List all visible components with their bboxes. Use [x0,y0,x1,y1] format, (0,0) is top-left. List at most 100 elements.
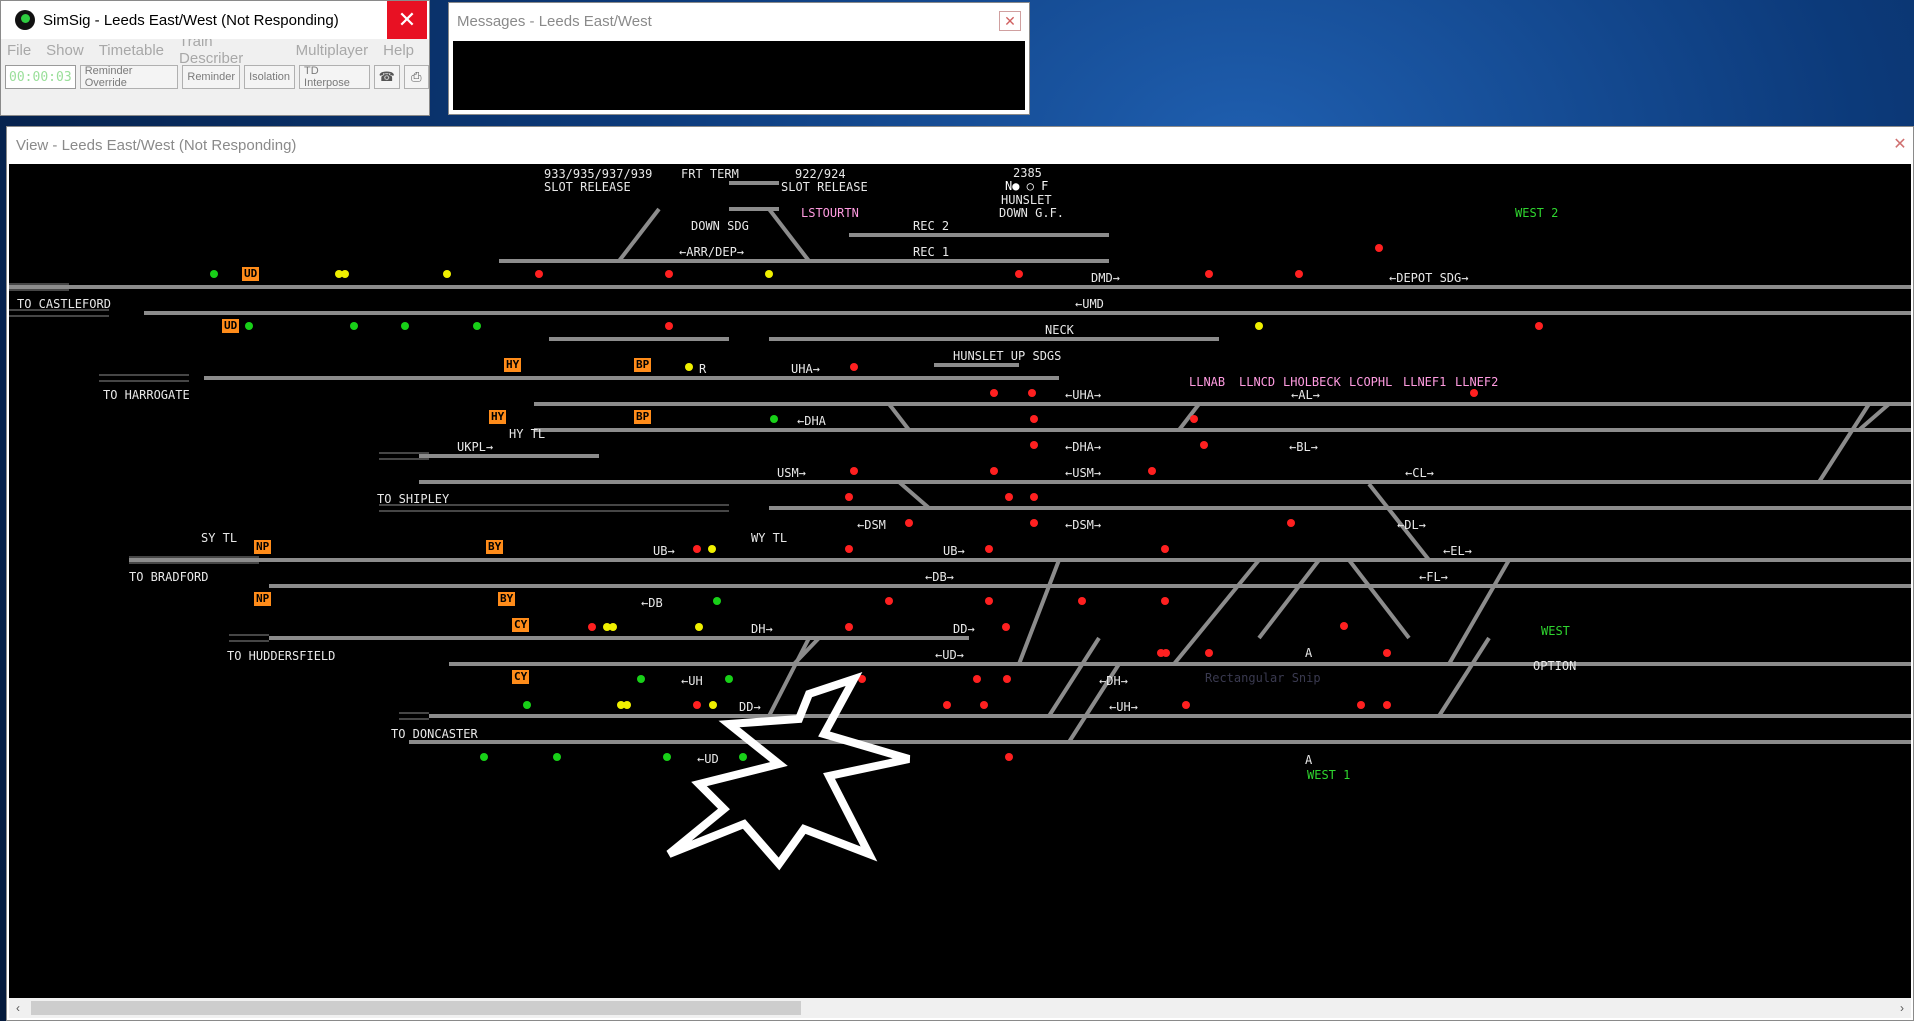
track-crossover[interactable] [887,402,911,432]
signal[interactable] [1002,623,1010,631]
signal[interactable] [713,597,721,605]
signal[interactable] [1030,415,1038,423]
signal[interactable] [1030,519,1038,527]
signal[interactable] [473,322,481,330]
scroll-thumb[interactable] [31,1001,801,1015]
signal[interactable] [210,270,218,278]
signal[interactable] [709,701,717,709]
signal[interactable] [588,623,596,631]
reminder-override-button[interactable]: Reminder Override [79,65,179,89]
reminder-button[interactable]: Reminder [182,65,241,89]
scroll-right-icon[interactable]: › [1900,1001,1904,1015]
phone-icon[interactable]: ☎ [373,65,400,89]
signal[interactable] [335,270,343,278]
signal[interactable] [708,545,716,553]
track-diagram[interactable] [9,164,1911,998]
signal[interactable] [725,675,733,683]
messages-close-button[interactable]: ✕ [999,11,1021,31]
track-crossover[interactable] [1067,662,1121,744]
area-badge[interactable]: NP [254,592,272,606]
area-badge[interactable]: BP [634,410,652,424]
signal[interactable] [943,701,951,709]
track-crossover[interactable] [1437,636,1491,718]
signal[interactable] [443,270,451,278]
signal[interactable] [637,675,645,683]
main-titlebar[interactable]: SimSig - Leeds East/West (Not Responding… [1,1,429,39]
signal[interactable] [845,623,853,631]
menu-multiplayer[interactable]: Multiplayer [295,41,369,59]
signal[interactable] [770,415,778,423]
signal[interactable] [1161,545,1169,553]
signal[interactable] [1375,244,1383,252]
td-interpose-button[interactable]: TD Interpose [299,65,370,89]
signal[interactable] [623,701,631,709]
signal[interactable] [1470,389,1478,397]
signal[interactable] [885,597,893,605]
messages-titlebar[interactable]: Messages - Leeds East/West ✕ [449,3,1029,39]
signal[interactable] [535,270,543,278]
area-badge[interactable]: CY [512,618,530,632]
signal[interactable] [1003,675,1011,683]
signal[interactable] [1287,519,1295,527]
signal[interactable] [990,389,998,397]
signal[interactable] [617,701,625,709]
location-llnef1[interactable]: LLNEF1 [1403,375,1447,389]
track-crossover[interactable] [1177,402,1201,432]
view-close-button[interactable]: ✕ [1893,136,1907,153]
menu-show[interactable]: Show [46,41,84,59]
signal[interactable] [1200,441,1208,449]
signal[interactable] [1005,753,1013,761]
signal[interactable] [523,701,531,709]
location-llnab[interactable]: LLNAB [1189,375,1226,389]
track-crossover[interactable] [1017,559,1061,665]
signal[interactable] [553,753,561,761]
area-badge[interactable]: CY [512,670,530,684]
main-close-button[interactable]: ✕ [387,1,427,39]
signal[interactable] [739,753,747,761]
track-crossover[interactable] [767,207,811,263]
signal[interactable] [1255,322,1263,330]
horizontal-scrollbar[interactable]: ‹ › [9,998,1911,1018]
track-crossover[interactable] [1447,559,1511,665]
signal[interactable] [1340,622,1348,630]
track-crossover[interactable] [1817,402,1871,484]
track-crossover[interactable] [1347,558,1411,640]
area-badge[interactable]: BP [634,358,652,372]
signal[interactable] [858,675,866,683]
location-lcophl[interactable]: LCOPHL [1349,375,1393,389]
signal[interactable] [1030,493,1038,501]
signal[interactable] [1383,649,1391,657]
signal[interactable] [685,363,693,371]
location-lholbeck[interactable]: LHOLBECK [1283,375,1341,389]
track-crossover[interactable] [1367,482,1431,562]
area-badge[interactable]: NP [254,540,272,554]
signal[interactable] [1028,389,1036,397]
signal[interactable] [1357,701,1365,709]
scroll-left-icon[interactable]: ‹ [16,1001,20,1015]
signal[interactable] [1182,701,1190,709]
isolation-button[interactable]: Isolation [244,65,296,89]
signal[interactable] [695,623,703,631]
location-lstourtn[interactable]: LSTOURTN [801,206,859,220]
signal[interactable] [401,322,409,330]
signal[interactable] [1015,270,1023,278]
print-icon[interactable]: ⎙ [403,65,429,89]
signal[interactable] [1295,270,1303,278]
track-crossover[interactable] [1257,558,1321,640]
hunslet-nf-indicator[interactable]: N● ○ F [1005,179,1049,193]
view-titlebar[interactable]: View - Leeds East/West (Not Responding) … [7,127,1913,163]
menu-help[interactable]: Help [383,41,414,59]
signalling-panel[interactable]: 933/935/937/939 SLOT RELEASE FRT TERM 92… [9,164,1911,998]
signal[interactable] [1148,467,1156,475]
signal[interactable] [905,519,913,527]
signal[interactable] [693,545,701,553]
signal[interactable] [1383,701,1391,709]
signal[interactable] [1078,597,1086,605]
signal[interactable] [663,753,671,761]
signal[interactable] [350,322,358,330]
signal[interactable] [1161,597,1169,605]
signal[interactable] [665,322,673,330]
signal[interactable] [845,545,853,553]
signal[interactable] [845,493,853,501]
signal[interactable] [990,467,998,475]
